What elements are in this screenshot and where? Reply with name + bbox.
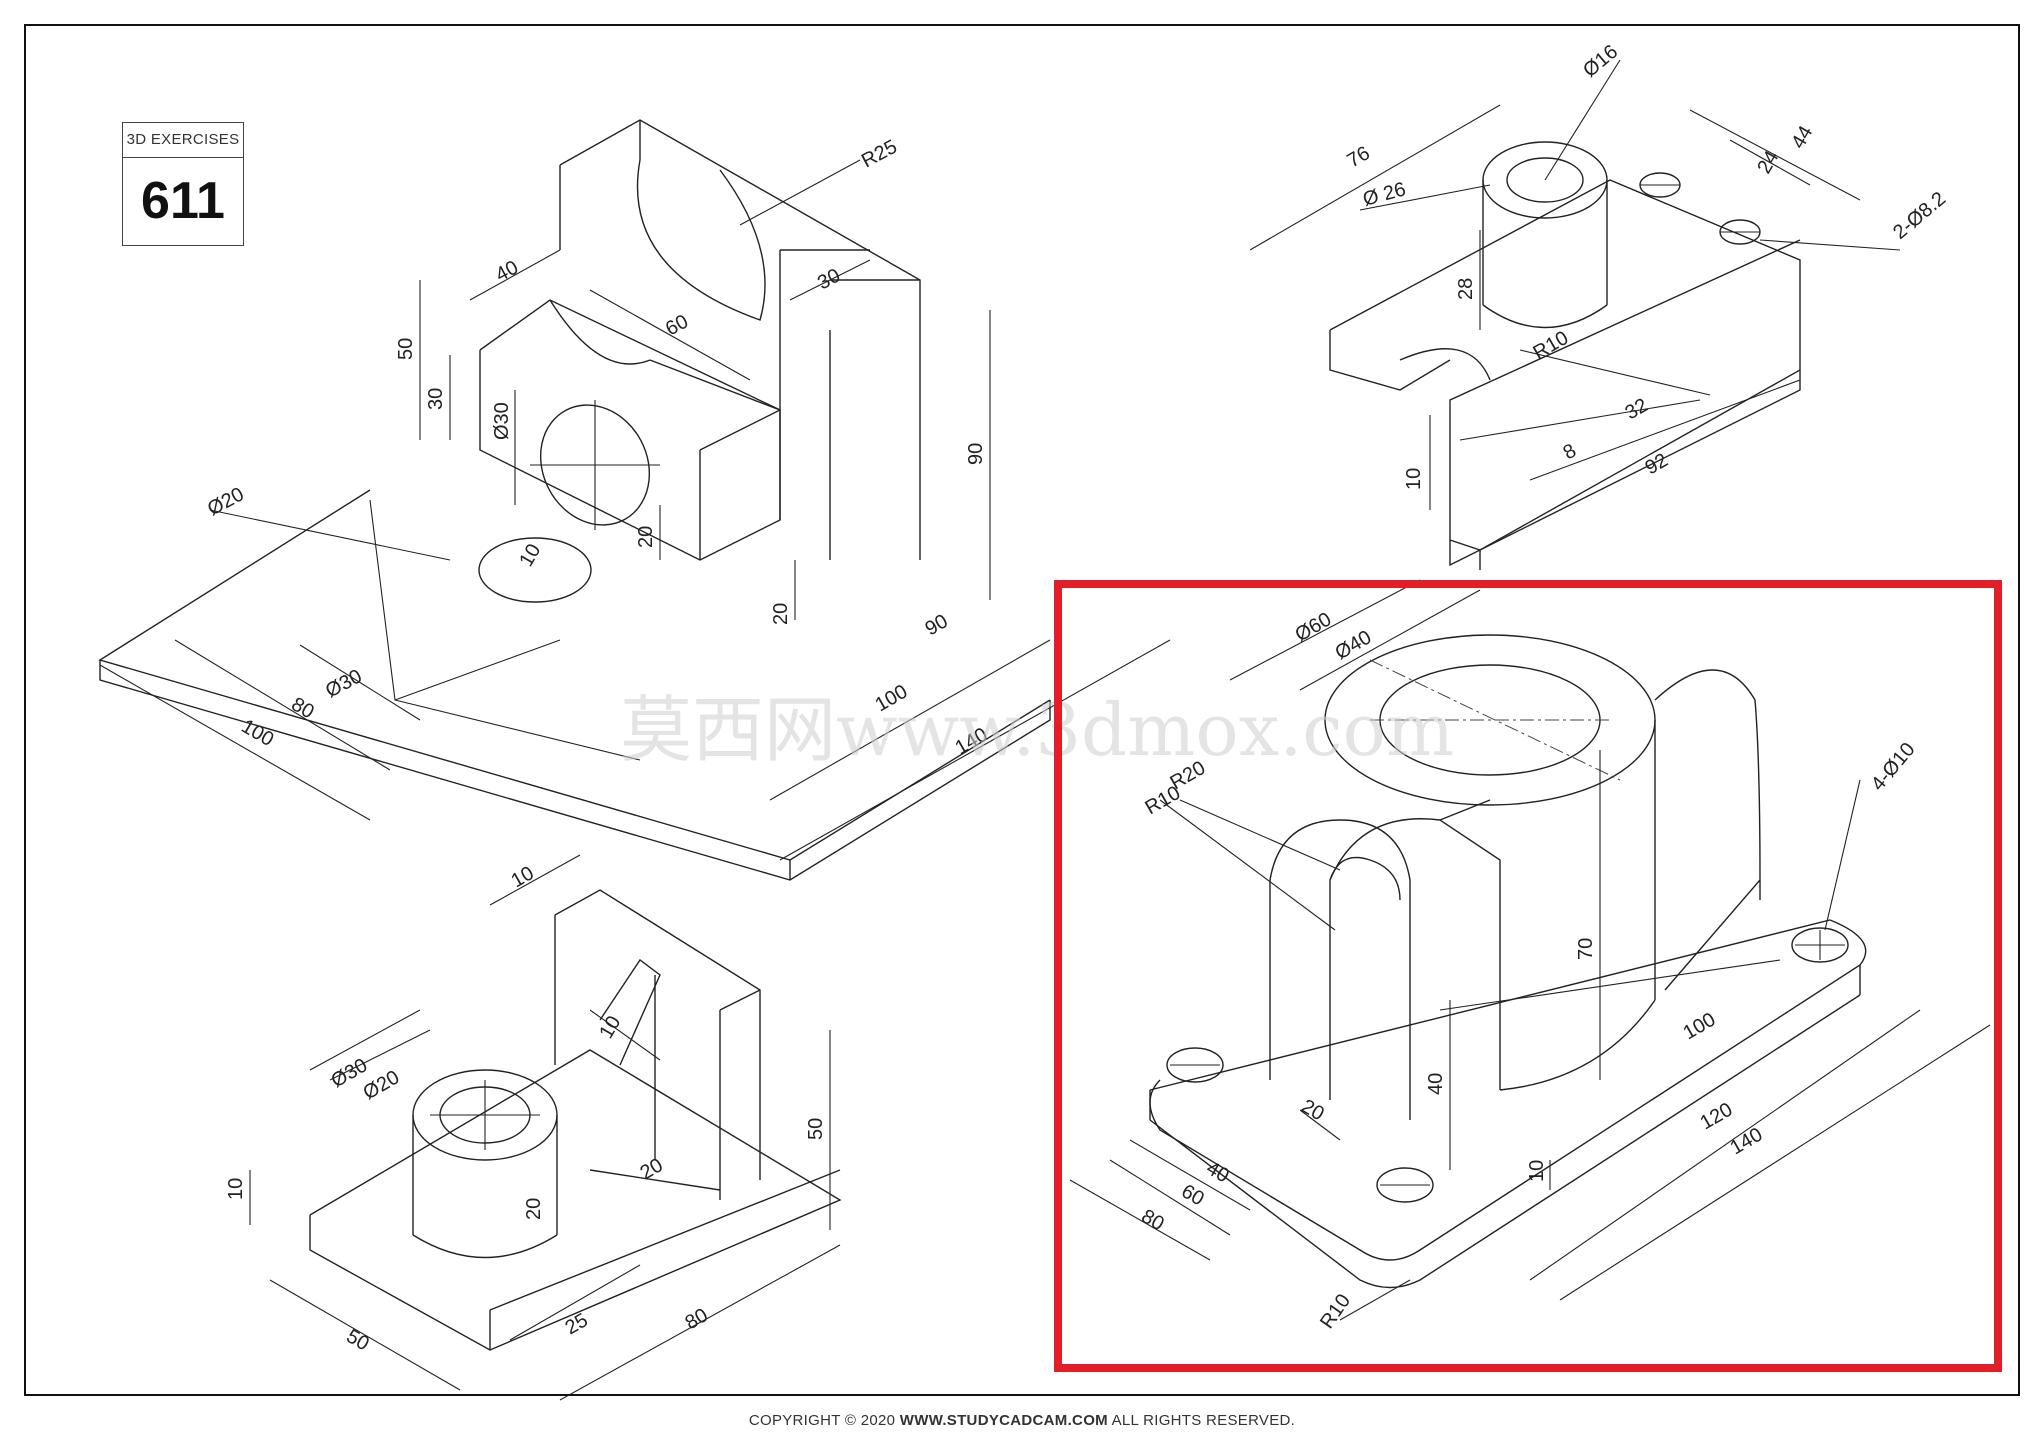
dimension-label: 30 bbox=[814, 265, 844, 295]
copyright-line: COPYRIGHT © 2020 WWW.STUDYCADCAM.COM ALL… bbox=[0, 1412, 2044, 1429]
dimension-label: 28 bbox=[1455, 278, 1477, 300]
dimension-label: 10 bbox=[225, 1178, 247, 1200]
dimension-label: Ø16 bbox=[1579, 41, 1622, 82]
dimension-label: 90 bbox=[965, 443, 987, 465]
dimension-label: 10 bbox=[1403, 468, 1425, 490]
dimension-label: 50 bbox=[805, 1118, 827, 1140]
dimension-label: 80 bbox=[288, 693, 318, 723]
dimension-label: Ø 26 bbox=[1361, 178, 1409, 210]
exercise-title-block: 3D EXERCISES 611 bbox=[122, 122, 244, 246]
exercise-label: 3D EXERCISES bbox=[123, 123, 243, 158]
dimension-label: 10 bbox=[515, 540, 545, 570]
dimension-label: 44 bbox=[1787, 122, 1817, 152]
highlight-box bbox=[1054, 580, 2002, 1372]
dimension-label: 50 bbox=[395, 338, 417, 360]
dimension-label: 25 bbox=[562, 1309, 592, 1339]
dimension-label: 20 bbox=[770, 603, 792, 625]
dimension-label: 20 bbox=[523, 1198, 545, 1220]
watermark-text: 莫西网www.3dmox.com bbox=[620, 688, 1454, 772]
dimension-label: 10 bbox=[508, 862, 538, 892]
dimension-label: Ø30 bbox=[322, 665, 366, 702]
drawing-border bbox=[24, 24, 2020, 1396]
dimension-label: 60 bbox=[662, 311, 692, 341]
drawing-2-plate-with-boss: Ø16 76 44 Ø 26 24 2-Ø8.2 28 R10 32 10 8 … bbox=[1249, 41, 1950, 570]
dimension-label: 40 bbox=[492, 257, 522, 287]
drawing-3-angle-bracket: 10 Ø30 Ø20 10 50 10 20 20 50 25 80 bbox=[225, 854, 842, 1401]
drawing-1-bracket-with-cutout: R25 40 60 30 50 30 Ø30 20 90 Ø20 10 20 Ø… bbox=[98, 119, 1171, 881]
dimension-label: 76 bbox=[1344, 142, 1374, 172]
copyright-site: WWW.STUDYCADCAM.COM bbox=[899, 1412, 1108, 1429]
dimension-label: 20 bbox=[637, 1154, 667, 1184]
dimension-label: 10 bbox=[1526, 1160, 1548, 1182]
dimension-label: 40 bbox=[1425, 1073, 1447, 1095]
dimension-label: 2-Ø8.2 bbox=[1889, 188, 1950, 244]
dimension-label: 100 bbox=[238, 715, 278, 751]
exercise-number: 611 bbox=[141, 172, 225, 230]
dimension-label: 30 bbox=[425, 388, 447, 410]
dimension-label: R10 bbox=[1530, 327, 1573, 364]
dimension-label: 8 bbox=[1560, 440, 1581, 465]
dimension-label: 92 bbox=[1642, 449, 1672, 479]
dimension-label: 24 bbox=[1753, 147, 1783, 177]
copyright-suffix: ALL RIGHTS RESERVED. bbox=[1107, 1412, 1296, 1429]
dimension-label: Ø20 bbox=[204, 483, 248, 520]
dimension-label: R25 bbox=[858, 136, 901, 173]
dimension-label: Ø30 bbox=[491, 402, 513, 440]
copyright-prefix: COPYRIGHT © 2020 bbox=[748, 1412, 900, 1429]
dimension-label: 90 bbox=[922, 610, 952, 640]
dimension-label: 20 bbox=[635, 526, 657, 548]
dimension-label: 32 bbox=[1622, 394, 1652, 424]
dimension-label: 70 bbox=[1575, 938, 1597, 960]
dimension-label: 50 bbox=[343, 1325, 373, 1355]
